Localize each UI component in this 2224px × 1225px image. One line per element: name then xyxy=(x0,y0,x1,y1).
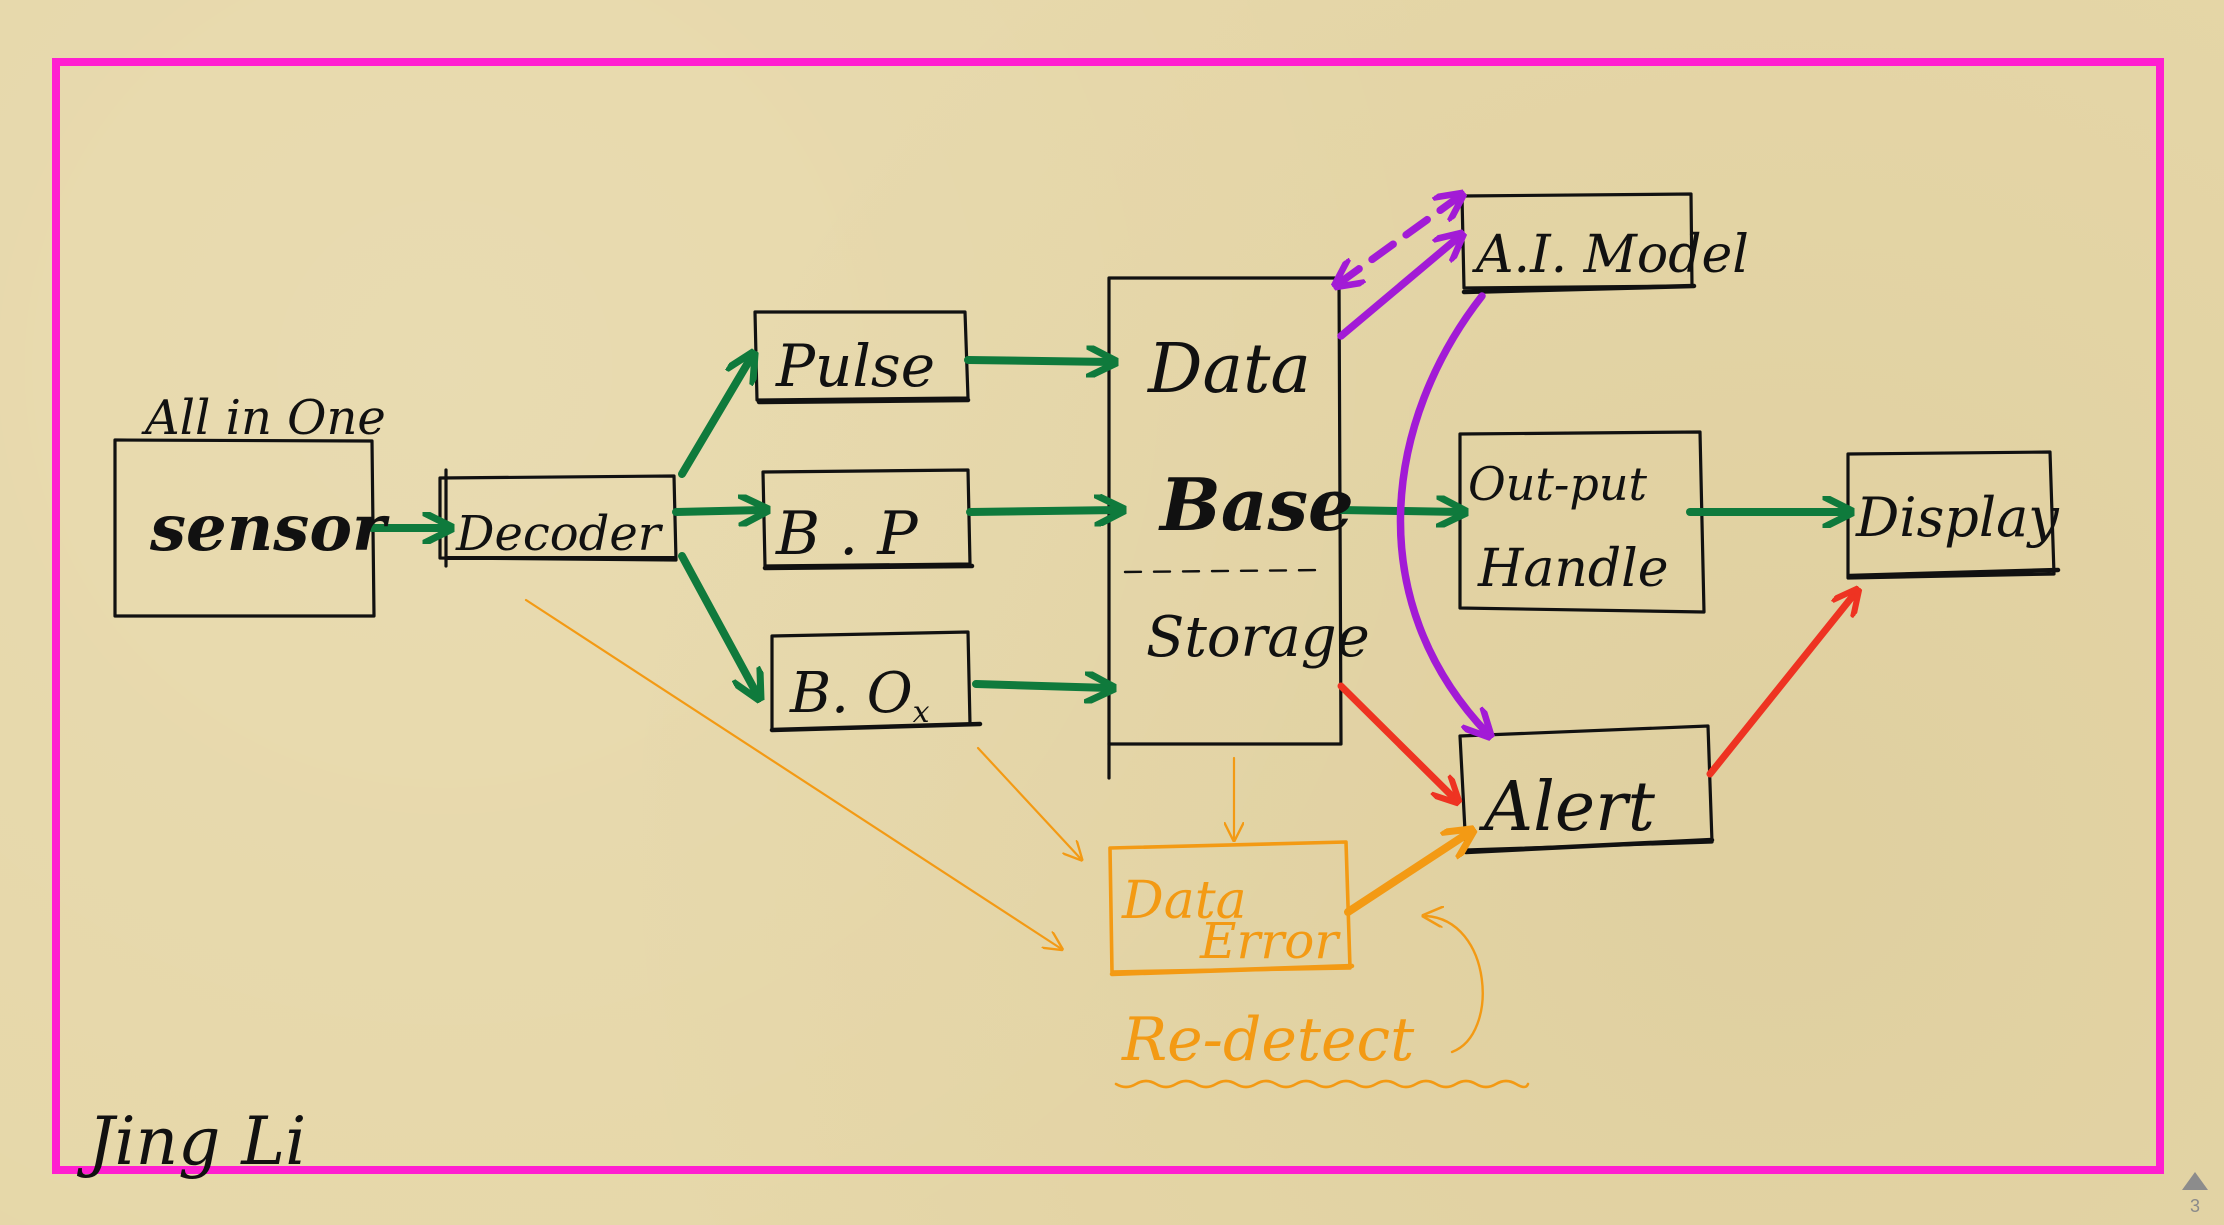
pulse-label: Pulse xyxy=(775,332,935,400)
redetect-label: Re-detect xyxy=(1121,1005,1415,1075)
display-box xyxy=(1846,450,2056,580)
ai-model-label: A.I. Model xyxy=(1472,225,1749,285)
redetect-underline xyxy=(1114,1079,1530,1089)
red-arrows xyxy=(1337,592,1856,800)
green-arrows xyxy=(368,356,1848,696)
database-box xyxy=(1107,276,1343,746)
storage-label: Storage xyxy=(1146,605,1370,670)
bp-label: B . P xyxy=(775,499,919,569)
page-number: 3 xyxy=(2189,1196,2200,1216)
output-label-line2: Handle xyxy=(1477,539,1669,599)
decoder-label: Decoder xyxy=(455,506,664,562)
data-error-label-line1: Data xyxy=(1121,871,1247,931)
page-indicator[interactable]: 3 xyxy=(2180,1172,2210,1217)
orange-arrows xyxy=(524,598,1484,1054)
database-divider xyxy=(1123,568,1327,574)
box-label: B. Ox xyxy=(789,661,930,730)
database-label-line2: Base xyxy=(1158,462,1354,547)
alert-label: Alert xyxy=(1478,768,1656,847)
purple-arrows xyxy=(1338,196,1488,734)
output-box xyxy=(1458,430,1706,614)
box-subscript: x xyxy=(913,695,930,730)
sensor-box xyxy=(113,438,376,618)
display-label: Display xyxy=(1855,486,2060,549)
all-in-one-label: All in One xyxy=(141,390,386,446)
signature: Jing Li xyxy=(76,1103,306,1180)
sensor-label: sensor xyxy=(149,491,390,566)
output-label-line1: Out-put xyxy=(1468,457,1647,511)
data-error-label-line2: Error xyxy=(1199,912,1341,970)
database-label-line1: Data xyxy=(1146,330,1311,409)
outer-frame xyxy=(52,58,2164,1174)
triangle-up-icon[interactable] xyxy=(2182,1172,2208,1190)
